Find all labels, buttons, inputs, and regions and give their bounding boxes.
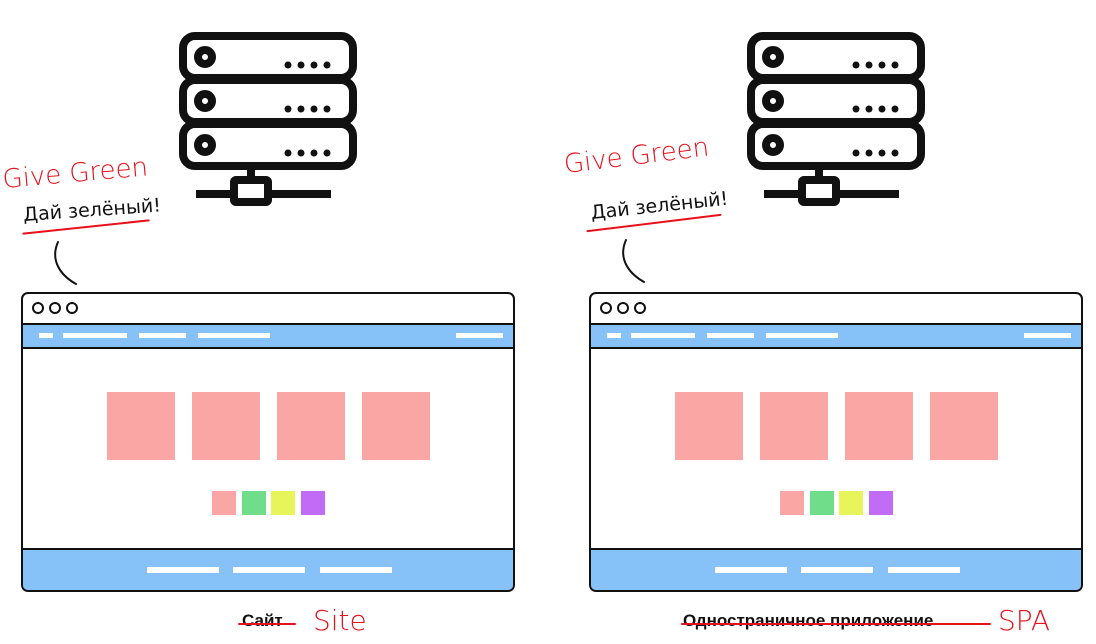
content-block [107, 392, 175, 460]
browser-title-bar [591, 294, 1081, 325]
footer-link-placeholder [715, 567, 787, 573]
nav-link-placeholder [707, 333, 754, 338]
strikethrough-line [681, 623, 991, 625]
content-block [930, 392, 998, 460]
caption-russian: Одностраничное приложение [683, 611, 934, 630]
content-block [277, 392, 345, 460]
caption-english: Site [313, 604, 367, 637]
nav-link-placeholder [198, 333, 270, 338]
footer-link-placeholder [233, 567, 305, 573]
content-block [675, 392, 743, 460]
server-icon [747, 32, 925, 206]
content-block [192, 392, 260, 460]
caption-english: SPA [998, 604, 1051, 637]
color-swatch [869, 491, 893, 515]
browser-title-bar [23, 294, 513, 325]
footer-link-placeholder [147, 567, 219, 573]
page-footer [23, 548, 513, 590]
strikethrough-line [238, 623, 296, 625]
content-block [845, 392, 913, 460]
speech-pointer [622, 239, 645, 283]
window-control-dot [49, 302, 61, 314]
color-swatch [839, 491, 863, 515]
color-swatch [780, 491, 804, 515]
nav-link-placeholder [63, 333, 127, 338]
footer-link-placeholder [888, 567, 960, 573]
speech-pointer [54, 241, 77, 285]
nav-link-placeholder [456, 333, 503, 338]
color-swatch [301, 491, 325, 515]
window-control-dot [66, 302, 78, 314]
color-swatch [242, 491, 266, 515]
nav-bar [23, 325, 513, 349]
nav-link-placeholder [1024, 333, 1071, 338]
browser-window [21, 292, 515, 592]
color-swatch [271, 491, 295, 515]
nav-link-placeholder [39, 333, 53, 338]
handwritten-english-label: Give Green [562, 132, 711, 180]
content-block [760, 392, 828, 460]
footer-link-placeholder [801, 567, 873, 573]
handwritten-russian-label: Дай зелёный! [589, 187, 730, 224]
content-block [362, 392, 430, 460]
color-swatch [810, 491, 834, 515]
nav-link-placeholder [631, 333, 695, 338]
window-control-dot [634, 302, 646, 314]
nav-link-placeholder [766, 333, 838, 338]
color-swatch [212, 491, 236, 515]
nav-link-placeholder [139, 333, 186, 338]
page-footer [591, 548, 1081, 590]
browser-window [589, 292, 1083, 592]
window-control-dot [32, 302, 44, 314]
footer-link-placeholder [320, 567, 392, 573]
handwritten-english-label: Give Green [1, 152, 150, 195]
server-icon [179, 32, 357, 206]
nav-bar [591, 325, 1081, 349]
window-control-dot [600, 302, 612, 314]
window-control-dot [617, 302, 629, 314]
caption-russian: Сайт [242, 611, 283, 630]
nav-link-placeholder [607, 333, 621, 338]
